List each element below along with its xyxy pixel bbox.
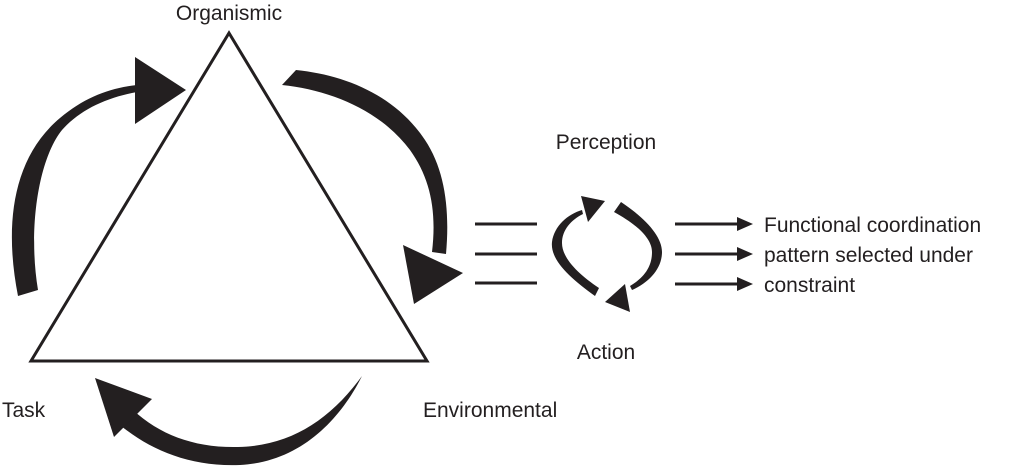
label-organismic: Organismic	[176, 2, 282, 25]
output-arrows	[675, 217, 753, 291]
arrow-body	[11, 85, 137, 296]
cycle-arc-left	[551, 210, 599, 296]
label-perception: Perception	[556, 131, 656, 154]
output-arrowhead	[737, 217, 753, 231]
perception-action-cycle	[551, 196, 662, 312]
arrow-body	[282, 70, 448, 254]
outcome-line-2: pattern selected under	[764, 244, 973, 267]
cycle-arrowhead-top	[581, 196, 605, 222]
label-action: Action	[577, 341, 635, 364]
equals-lines	[475, 222, 537, 285]
arrow-body	[120, 376, 362, 466]
cycle-arc-right	[614, 202, 662, 290]
label-task: Task	[2, 399, 46, 422]
cycle-arrowhead-bottom	[605, 284, 630, 312]
output-arrowhead	[737, 277, 753, 291]
output-arrowhead	[737, 247, 753, 261]
arrow-task-to-organismic	[11, 57, 186, 296]
label-environmental: Environmental	[423, 399, 557, 422]
arrow-head	[403, 245, 463, 304]
outcome-line-3: constraint	[764, 274, 855, 297]
arrow-environmental-to-task	[95, 376, 362, 466]
arrow-head	[135, 57, 186, 124]
constraint-triangle	[28, 30, 430, 363]
outcome-line-1: Functional coordination	[764, 214, 981, 237]
arrow-organismic-to-environmental	[282, 70, 463, 304]
arrow-head	[95, 378, 152, 437]
